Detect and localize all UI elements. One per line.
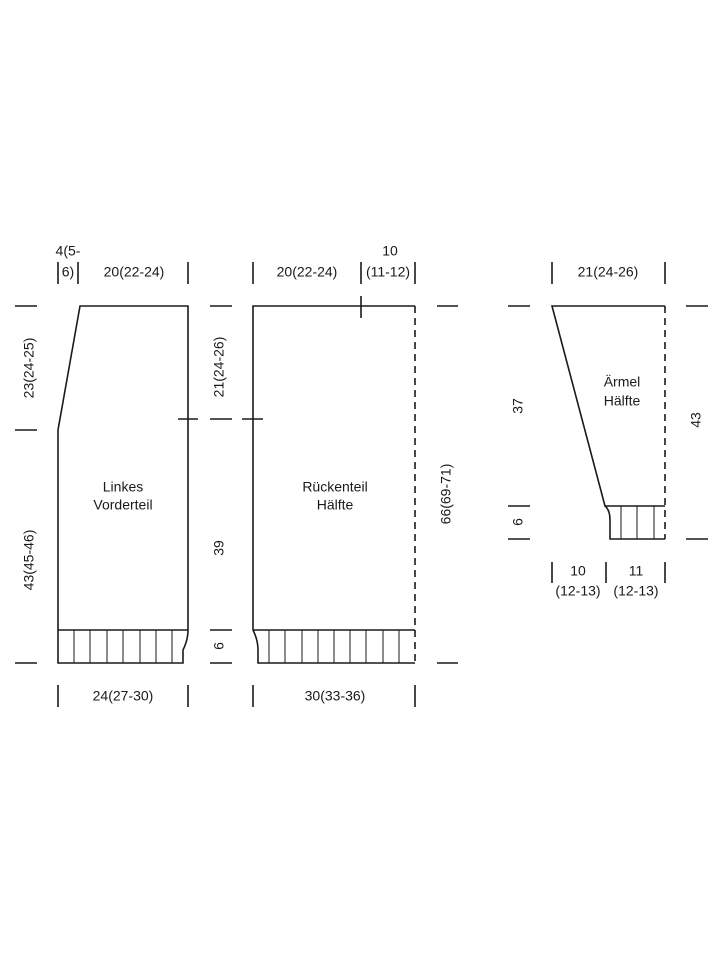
sleeve-piece: Ärmel Hälfte <box>550 305 666 540</box>
back-neck-width-2: (11-12) <box>366 264 410 280</box>
sleeve-total-height: 43 <box>688 412 704 428</box>
back-bottom-width: 30(33-36) <box>305 688 366 704</box>
sleeve-bottom-right-1: 11 <box>629 563 644 579</box>
middle-body-height: 39 <box>211 540 227 556</box>
front-shoulder-width: 20(22-24) <box>104 264 165 280</box>
back-piece: Rückenteil Hälfte <box>242 296 416 664</box>
front-body-height: 43(45-46) <box>21 530 37 591</box>
back-label-2: Hälfte <box>317 497 354 513</box>
back-shoulder-width: 20(22-24) <box>277 264 338 280</box>
front-neck-width-2: 6) <box>62 264 74 280</box>
front-armhole-height: 23(24-25) <box>21 338 37 399</box>
sleeve-rib-height: 6 <box>510 518 526 526</box>
front-label-1: Linkes <box>103 479 143 495</box>
front-piece: Linkes Vorderteil <box>57 305 198 664</box>
front-dimensions: 4(5- 6) 20(22-24) 23(24-25) 43(45-46) 24… <box>15 243 189 707</box>
sleeve-dimensions: 21(24-26) 37 6 43 10 (12-13) 11 (12-13) <box>508 262 708 599</box>
middle-dimensions: 21(24-26) 39 6 <box>210 305 232 664</box>
back-neck-width-1: 10 <box>382 243 398 259</box>
sleeve-top-width: 21(24-26) <box>578 264 639 280</box>
sleeve-length: 37 <box>510 398 526 414</box>
middle-rib-height: 6 <box>211 642 227 650</box>
sleeve-label-1: Ärmel <box>604 374 641 390</box>
front-bottom-width: 24(27-30) <box>93 688 154 704</box>
sleeve-label-2: Hälfte <box>604 393 641 409</box>
front-neck-width-1: 4(5- <box>56 243 81 259</box>
back-total-height: 66(69-71) <box>438 464 454 525</box>
front-label-2: Vorderteil <box>93 497 152 513</box>
sleeve-bottom-left-1: 10 <box>570 563 586 579</box>
sleeve-bottom-left-2: (12-13) <box>555 583 600 599</box>
middle-armhole-height: 21(24-26) <box>211 337 227 398</box>
sleeve-bottom-right-2: (12-13) <box>613 583 658 599</box>
back-dimensions: 20(22-24) 10 (11-12) 66(69-71) 30(33-36) <box>252 243 458 707</box>
back-label-1: Rückenteil <box>302 479 367 495</box>
